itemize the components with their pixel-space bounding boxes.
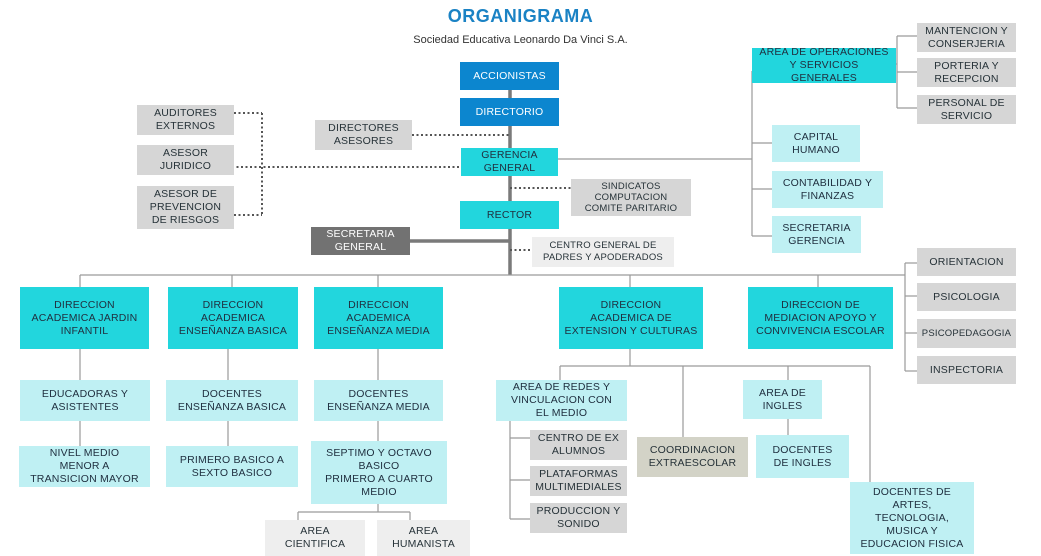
node-area-humanista: AREA HUMANISTA [377,520,470,556]
node-contabilidad: CONTABILIDAD Y FINANZAS [772,171,883,208]
node-produccion: PRODUCCION Y SONIDO [530,503,627,533]
node-coordinacion: COORDINACION EXTRAESCOLAR [637,437,748,477]
node-dir-media: DIRECCION ACADEMICA ENSEÑANZA MEDIA [314,287,443,349]
node-rector: RECTOR [460,201,559,229]
node-personal-servicio: PERSONAL DE SERVICIO [917,95,1016,124]
node-centro-ex-alumnos: CENTRO DE EX ALUMNOS [530,430,627,460]
node-directorio: DIRECTORIO [460,98,559,126]
node-psicologia: PSICOLOGIA [917,283,1016,311]
node-docentes-media: DOCENTES ENSEÑANZA MEDIA [314,380,443,421]
node-plataformas: PLATAFORMAS MULTIMEDIALES [530,466,627,496]
node-gerencia-general: GERENCIA GENERAL [461,148,558,176]
node-directores-asesores: DIRECTORES ASESORES [315,120,412,150]
node-dir-mediacion: DIRECCION DE MEDIACION APOYO Y CONVIVENC… [748,287,893,349]
node-accionistas: ACCIONISTAS [460,62,559,90]
node-area-ingles: AREA DE INGLES [743,380,822,419]
page-title: ORGANIGRAMA [447,6,594,26]
node-area-cientifica: AREA CIENTIFICA [265,520,365,556]
node-docentes-basica: DOCENTES ENSEÑANZA BASICA [166,380,298,421]
node-secretaria-gerencia: SECRETARIA GERENCIA [772,216,861,253]
node-dir-jardin: DIRECCION ACADEMICA JARDIN INFANTIL [20,287,149,349]
node-primero-basico: PRIMERO BASICO A SEXTO BASICO [166,446,298,487]
node-area-operaciones: AREA DE OPERACIONES Y SERVICIOS GENERALE… [752,46,896,84]
node-orientacion: ORIENTACION [917,248,1016,276]
node-psicopedagogia: PSICOPEDAGOGIA [917,319,1016,348]
node-area-redes: AREA DE REDES Y VINCULACION CON EL MEDIO [496,380,627,421]
node-centro-padres: CENTRO GENERAL DE PADRES Y APODERADOS [532,237,674,267]
node-capital-humano: CAPITAL HUMANO [772,125,860,162]
node-nivel-medio: NIVEL MEDIO MENOR A TRANSICION MAYOR [19,446,150,487]
node-dir-extension: DIRECCION ACADEMICA DE EXTENSION Y CULTU… [559,287,703,349]
node-docentes-ingles: DOCENTES DE INGLES [756,435,849,478]
node-septimo: SEPTIMO Y OCTAVO BASICO PRIMERO A CUARTO… [311,441,447,504]
node-asesor-juridico: ASESOR JURIDICO [137,145,234,175]
node-asesor-prevencion: ASESOR DE PREVENCION DE RIESGOS [137,186,234,229]
node-sindicatos: SINDICATOS COMPUTACION COMITE PARITARIO [571,179,691,216]
node-dir-basica: DIRECCION ACADEMICA ENSEÑANZA BASICA [168,287,298,349]
node-auditores-externos: AUDITORES EXTERNOS [137,105,234,135]
node-mantencion: MANTENCION Y CONSERJERIA [917,23,1016,52]
node-docentes-artes: DOCENTES DE ARTES, TECNOLOGIA, MUSICA Y … [850,482,974,554]
node-secretaria-general: SECRETARIA GENERAL [311,227,410,255]
node-inspectoria: INSPECTORIA [917,356,1016,384]
page-subtitle: Sociedad Educativa Leonardo Da Vinci S.A… [413,34,628,46]
node-porteria: PORTERIA Y RECEPCION [917,58,1016,87]
node-educadoras: EDUCADORAS Y ASISTENTES [20,380,150,421]
